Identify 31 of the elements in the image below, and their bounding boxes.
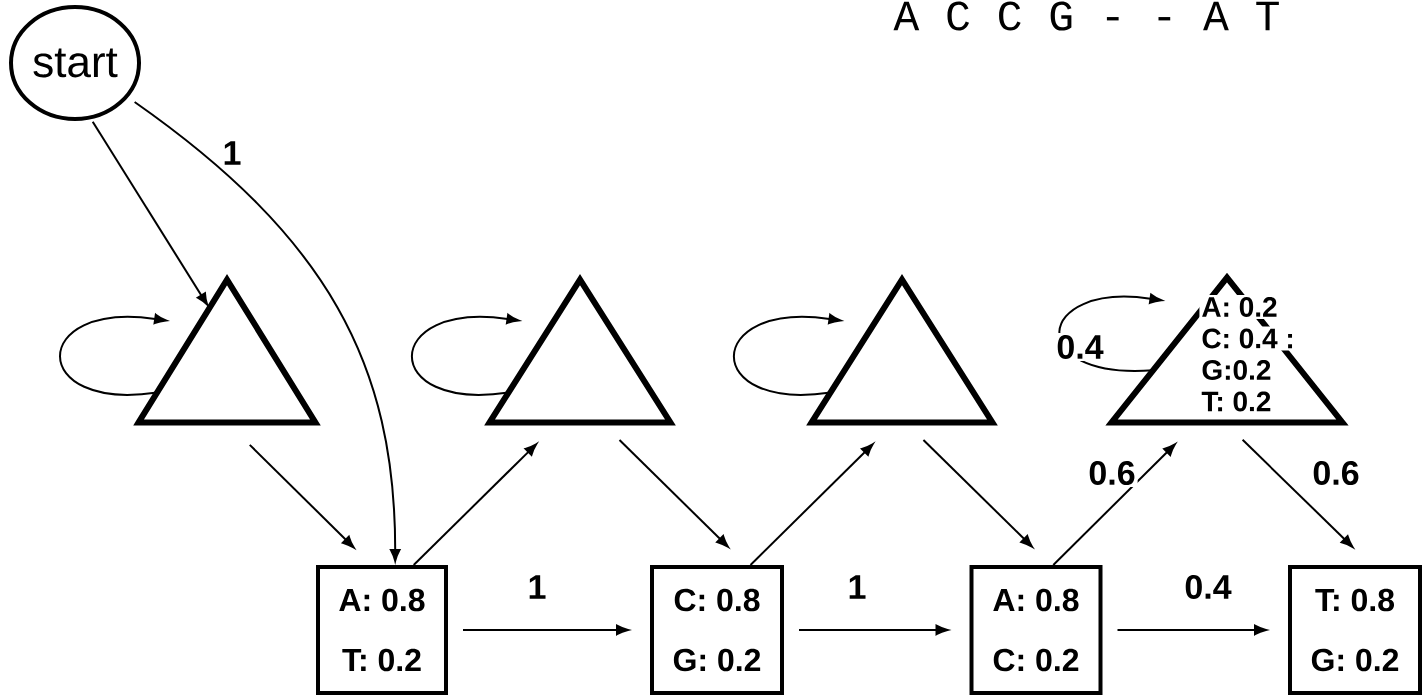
arrow [1241, 438, 1354, 548]
arrow [798, 624, 949, 636]
emission-box: A: 0.8 T: 0.2 [316, 565, 448, 695]
edge-label: 1 [220, 139, 244, 167]
arrow [412, 443, 538, 566]
arrow [410, 313, 520, 396]
edge-label: 1 [525, 573, 549, 601]
edge-label: 0.6 [1310, 458, 1362, 488]
arrow [91, 120, 209, 306]
emission-text: A: 0.2 [1199, 295, 1280, 319]
arrow [133, 101, 401, 562]
emission-box: T: 0.8 G: 0.2 [1288, 565, 1422, 695]
edge-label: 1 [845, 573, 869, 601]
edge-label: 0.6 [1086, 458, 1138, 488]
arrow [1052, 443, 1176, 566]
arrow [462, 624, 629, 636]
emission-text: G:0.2 [1199, 358, 1274, 382]
arrow [1116, 624, 1267, 636]
arrow [732, 313, 842, 396]
edge-label: 0.4 [1054, 332, 1106, 362]
emission-text: C: 0.4 : [1199, 326, 1297, 351]
edge-label: 0.4 [1182, 572, 1234, 602]
arrow [59, 313, 167, 396]
arrow [248, 443, 355, 549]
emission-box: C: 0.8 G: 0.2 [650, 565, 784, 695]
arrow [618, 438, 729, 548]
arrow [749, 443, 874, 566]
emission-text: T: 0.2 [1199, 389, 1274, 414]
emission-box: A: 0.8 C: 0.2 [969, 565, 1103, 695]
alignment-text: A C C G - - A T [893, 1, 1279, 31]
arrow [922, 438, 1033, 548]
